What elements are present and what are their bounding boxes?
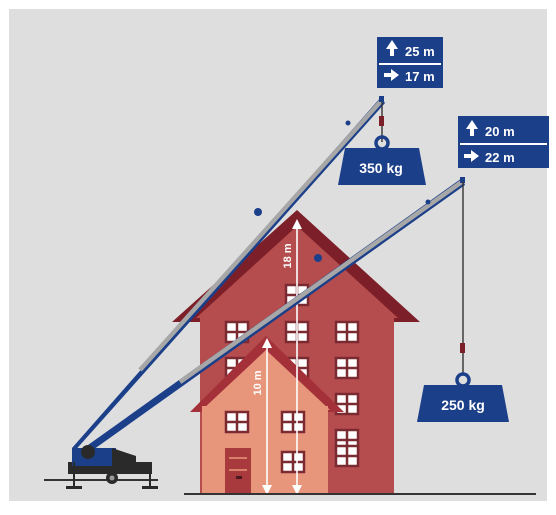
small-height-label: 10 m bbox=[252, 370, 264, 395]
load-label-low: 250 kg bbox=[441, 397, 485, 413]
reach-label-low: 22 m bbox=[485, 150, 515, 165]
crane-base bbox=[44, 445, 158, 489]
load-label-high: 350 kg bbox=[359, 160, 403, 176]
tall-height-dimension: 18 m bbox=[282, 219, 302, 495]
arrow-right-icon bbox=[384, 69, 399, 81]
small-height-dimension: 10 m bbox=[252, 338, 272, 495]
weight-high: 350 kg bbox=[338, 135, 426, 185]
arrow-right-icon bbox=[464, 150, 479, 162]
small-house-windows bbox=[224, 410, 306, 474]
crane-boom-high bbox=[72, 96, 385, 454]
arrow-up-icon bbox=[386, 40, 398, 56]
crane-boom-low bbox=[88, 177, 465, 452]
small-house-gable bbox=[202, 350, 330, 410]
window bbox=[224, 410, 250, 434]
height-label-low: 20 m bbox=[485, 124, 515, 139]
reach-label-high: 17 m bbox=[405, 69, 435, 84]
window bbox=[280, 450, 306, 474]
small-house-door bbox=[225, 448, 251, 494]
window bbox=[280, 410, 306, 434]
info-badge-low: 20 m 22 m bbox=[458, 116, 549, 168]
small-house-wall bbox=[202, 406, 328, 494]
window bbox=[334, 392, 360, 416]
window bbox=[334, 444, 360, 468]
info-badge-high: 25 m 17 m bbox=[377, 37, 443, 88]
window bbox=[334, 356, 360, 380]
height-label-high: 25 m bbox=[405, 44, 435, 59]
tall-height-label: 18 m bbox=[282, 243, 294, 268]
weight-low: 250 kg bbox=[417, 372, 509, 422]
window bbox=[334, 320, 360, 344]
arrow-up-icon bbox=[466, 120, 478, 136]
